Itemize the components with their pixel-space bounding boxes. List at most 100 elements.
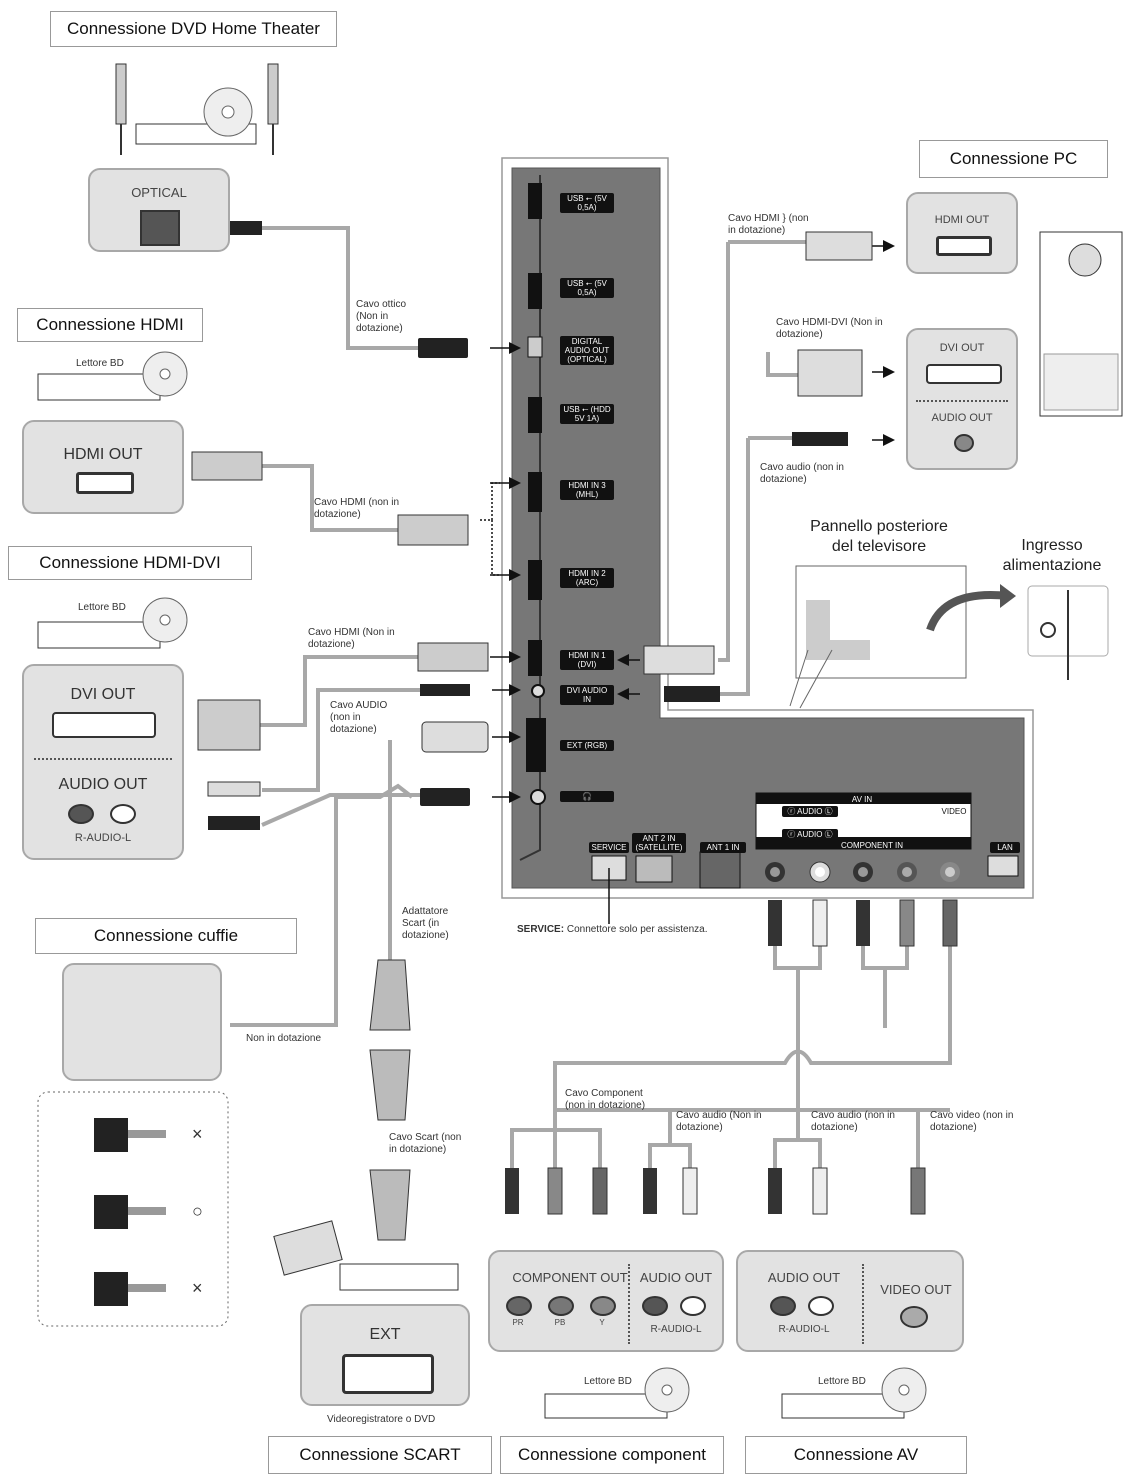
rca-white-icon — [808, 1296, 834, 1316]
divider — [862, 1264, 864, 1344]
title-hdmi: Connessione HDMI — [17, 308, 203, 342]
hdmi-out-label: HDMI OUT — [63, 446, 143, 463]
dvi-out-label: DVI OUT — [70, 686, 136, 703]
divider — [916, 400, 1008, 402]
title-headphones: Connessione cuffie — [35, 918, 297, 954]
connection-arrows — [480, 240, 895, 803]
power-input-label: Ingresso alimentazione — [1002, 537, 1102, 574]
video-jack-icon — [900, 1306, 928, 1328]
jack-mark-1: × — [192, 1124, 203, 1144]
audio-out-label: AUDIO OUT — [58, 776, 148, 793]
cable-av-audio-label: Cavo audio (non in dotazione) — [811, 1110, 895, 1133]
cable-plugs — [191, 221, 958, 1241]
optical-label: OPTICAL — [131, 185, 187, 200]
tv-audio-r-l-label: ⓡ AUDIO Ⓛ — [782, 829, 838, 840]
service-note-label: SERVICE: — [517, 924, 565, 935]
divider — [34, 758, 172, 760]
bd-player-av — [781, 1367, 927, 1419]
scart-port-icon — [342, 1354, 434, 1394]
tv-rca-jacks — [765, 861, 960, 883]
tv-port-ext-rgb[interactable]: EXT (RGB) — [560, 740, 614, 751]
home-theater-device — [115, 63, 279, 155]
tv-port-ant2[interactable]: ANT 2 IN (SATELLITE) — [632, 833, 686, 853]
cable-pc-hdmi-dvi-label: Cavo HDMI-DVI (Non in dotazione) — [776, 317, 883, 340]
pc-dvi-box: DVI OUT AUDIO OUT — [906, 328, 1018, 470]
audio-out-label-comp: AUDIO OUT — [639, 1270, 713, 1285]
service-note: SERVICE: Connettore solo per assistenza. — [517, 924, 707, 936]
title-pc: Connessione PC — [919, 140, 1108, 178]
tv-audio-r-l-label: ⓡ AUDIO Ⓛ — [782, 806, 838, 817]
tv-port-usb3[interactable]: USB ⭠ (HDD 5V 1A) — [560, 404, 614, 424]
pr-jack-icon — [506, 1296, 532, 1316]
audio-jack-icon — [954, 434, 974, 452]
rca-red-icon — [770, 1296, 796, 1316]
tv-component-in-label: COMPONENT IN — [840, 841, 904, 850]
tv-port-hdmi1[interactable]: HDMI IN 1 (DVI) — [560, 650, 614, 670]
hdmi-out-box: HDMI OUT — [22, 420, 184, 514]
ext-box: EXT — [300, 1304, 470, 1406]
cable-optical-label: Cavo ottico (Non in dotazione) — [356, 299, 407, 334]
tv-port-hdmi3[interactable]: HDMI IN 3 (MHL) — [560, 480, 614, 500]
pc-dvi-out-label: DVI OUT — [939, 342, 985, 354]
tv-video-label: VIDEO — [938, 806, 970, 817]
video-out-label: VIDEO OUT — [880, 1282, 952, 1297]
tv-av-in-label: AV IN — [851, 795, 873, 804]
pr-label: PR — [512, 1318, 524, 1327]
pb-label: PB — [554, 1318, 566, 1327]
bd-player-label: Lettore BD — [78, 602, 126, 613]
cable-scart-label: Cavo Scart (non in dotazione) — [389, 1132, 462, 1155]
service-note-text: Connettore solo per assistenza. — [566, 924, 708, 935]
rca-white-icon — [680, 1296, 706, 1316]
pc-hdmi-out-label: HDMI OUT — [934, 214, 990, 226]
rear-panel-label: Pannello posteriore del televisore — [810, 518, 948, 555]
optical-box: OPTICAL — [88, 168, 230, 252]
tv-port-usb2[interactable]: USB ⭠ (5V 0,5A) — [560, 278, 614, 298]
dvi-port-icon — [926, 364, 1002, 384]
title-scart: Connessione SCART — [268, 1436, 492, 1474]
component-out-label: COMPONENT OUT — [512, 1270, 628, 1285]
scart-adapter-label: Adattatore Scart (in dotazione) — [402, 906, 449, 941]
av-out-box: AUDIO OUT VIDEO OUT R-AUDIO-L — [736, 1250, 964, 1352]
tv-port-usb1[interactable]: USB ⭠ (5V 0,5A) — [560, 193, 614, 213]
cable-pc-hdmi-label: Cavo HDMI } (non in dotazione) — [728, 213, 809, 236]
title-component: Connessione component — [500, 1436, 724, 1474]
tv-port-dvi-audio[interactable]: DVI AUDIO IN — [560, 685, 614, 705]
jack-mark-2: ○ — [192, 1201, 203, 1221]
tv-port-service[interactable]: SERVICE — [589, 842, 629, 853]
tv-port-headphone[interactable]: 🎧 — [560, 791, 614, 802]
pc-hdmi-box: HDMI OUT — [906, 192, 1018, 274]
rca-red-icon — [68, 804, 94, 824]
cable-component-audio-label: Cavo audio (Non in dotazione) — [676, 1110, 762, 1133]
title-dvd-home-theater: Connessione DVD Home Theater — [50, 11, 337, 47]
pc-audio-out-label: AUDIO OUT — [931, 412, 993, 424]
bd-player-label: Lettore BD — [76, 358, 124, 369]
pc-tower — [1039, 231, 1123, 417]
r-audio-l-label: R-AUDIO-L — [74, 832, 132, 844]
jack-mark-3: × — [192, 1278, 203, 1298]
tv-port-digital-audio-out[interactable]: DIGITAL AUDIO OUT (OPTICAL) — [560, 336, 614, 365]
hdmi-port-icon — [936, 236, 992, 256]
y-label: Y — [599, 1318, 605, 1327]
component-out-box: COMPONENT OUT AUDIO OUT PR PB Y R-AUDIO-… — [488, 1250, 724, 1352]
rca-red-icon — [642, 1296, 668, 1316]
y-jack-icon — [590, 1296, 616, 1316]
bd-player-component — [544, 1367, 690, 1419]
audio-out-label-av: AUDIO OUT — [767, 1270, 841, 1285]
cable-pc-audio-label: Cavo audio (non in dotazione) — [760, 462, 844, 485]
tv-port-ant1[interactable]: ANT 1 IN — [700, 842, 746, 853]
rca-white-icon — [110, 804, 136, 824]
vcr-dvd-label: Videoregistratore o DVD — [327, 1414, 436, 1425]
bd-player-hdmi — [37, 351, 188, 401]
cable-hdmi2-label: Cavo HDMI (Non in dotazione) — [308, 627, 395, 650]
r-audio-l-label-comp: R-AUDIO-L — [650, 1324, 702, 1335]
tv-rear-panel — [501, 157, 1034, 899]
headphones-box — [62, 963, 222, 1081]
bd-player-hdmi-dvi — [37, 597, 188, 649]
tv-port-hdmi2[interactable]: HDMI IN 2 (ARC) — [560, 568, 614, 588]
pb-jack-icon — [548, 1296, 574, 1316]
tv-back-outline — [789, 565, 1109, 709]
title-hdmi-dvi: Connessione HDMI-DVI — [8, 546, 252, 580]
tv-port-lan[interactable]: LAN — [990, 842, 1020, 853]
